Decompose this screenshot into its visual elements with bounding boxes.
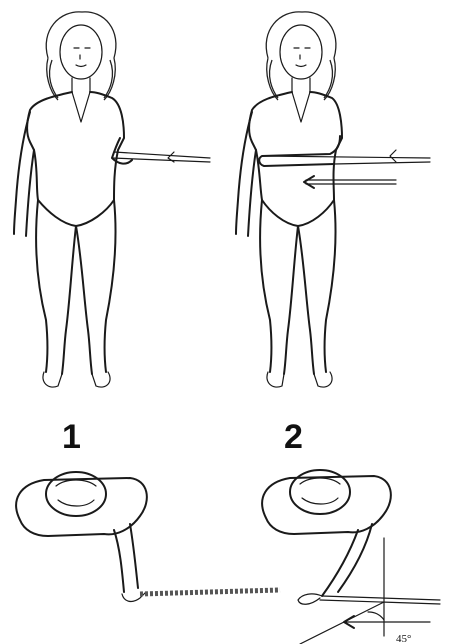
resistance-band-top-1 bbox=[140, 590, 280, 594]
angle-guides-2 bbox=[300, 538, 384, 644]
step-number-1: 1 bbox=[62, 418, 81, 456]
resistance-band-2 bbox=[262, 150, 430, 164]
figure-2-front-view bbox=[236, 12, 342, 387]
angle-label: 45° bbox=[396, 633, 411, 644]
figure-1-front-view bbox=[14, 12, 132, 387]
resistance-band-top-2 bbox=[320, 596, 440, 604]
figure-1-top-view bbox=[16, 472, 147, 601]
direction-arrow-top-2 bbox=[344, 616, 430, 628]
direction-arrow-2 bbox=[304, 176, 396, 188]
step-number-2: 2 bbox=[284, 418, 303, 456]
resistance-band-1 bbox=[112, 152, 210, 162]
figure-2-top-view bbox=[262, 470, 391, 604]
